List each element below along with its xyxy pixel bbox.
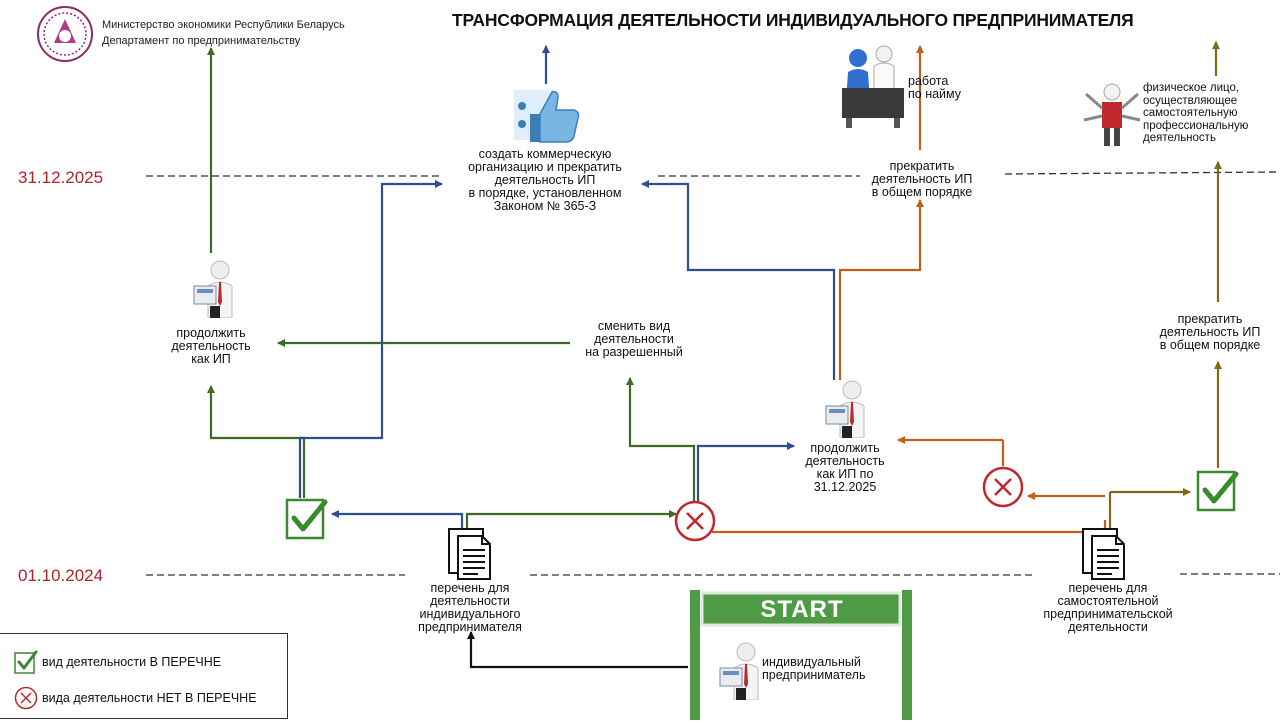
node-text-line: деятельность ИП bbox=[494, 173, 596, 187]
node-text-line: предпринимателя bbox=[418, 620, 522, 634]
node-individual-entrepreneur: индивидуальный предприниматель bbox=[762, 656, 882, 682]
legend-label: вида деятельности НЕТ В ПЕРЕЧНЕ bbox=[42, 691, 257, 705]
node-text-line: индивидуального bbox=[419, 607, 521, 621]
start-banner bbox=[690, 590, 912, 720]
green-arrows bbox=[207, 47, 696, 530]
ministry-header: Министерство экономики Республики Белару… bbox=[102, 17, 345, 49]
date-line-end bbox=[146, 171, 1280, 177]
node-text-line: деятельность bbox=[805, 454, 885, 468]
blue-arrows bbox=[298, 45, 836, 530]
legend-item-not-in-list: вида деятельности НЕТ В ПЕРЕЧНЕ bbox=[14, 686, 257, 710]
node-text-line: продолжить bbox=[810, 441, 880, 455]
check-icon bbox=[14, 650, 38, 674]
node-text-line: 31.12.2025 bbox=[813, 480, 877, 494]
node-continue-ip: продолжить деятельность как ИП bbox=[156, 327, 266, 366]
multitask-worker-icon bbox=[1082, 80, 1142, 148]
cross-icon bbox=[674, 500, 716, 542]
businessman-icon bbox=[716, 638, 762, 701]
ministry-emblem-icon bbox=[34, 5, 96, 63]
node-text-line: как ИП по bbox=[816, 467, 874, 481]
document-icon bbox=[1082, 528, 1128, 580]
orange-arrows bbox=[712, 45, 1107, 534]
thumbs-up-icon bbox=[512, 84, 582, 148]
node-text-line: физическое лицо, bbox=[1143, 82, 1240, 94]
node-text-line: деятельности bbox=[1068, 620, 1148, 634]
node-text-line: сменить вид bbox=[597, 319, 671, 333]
cross-icon bbox=[14, 686, 38, 710]
node-text-line: деятельности bbox=[430, 594, 510, 608]
node-text-line: на разрешенный bbox=[585, 345, 683, 359]
node-text-line: деятельность bbox=[171, 339, 251, 353]
node-list-ip: перечень для деятельности индивидуальног… bbox=[400, 582, 540, 634]
node-text-line: предпринимательской bbox=[1043, 607, 1173, 621]
date-start-label: 01.10.2024 bbox=[18, 566, 104, 585]
node-text-line: профессиональную bbox=[1143, 119, 1249, 132]
node-create-organization: создать коммерческую организацию и прекр… bbox=[450, 148, 640, 213]
office-workers-icon bbox=[838, 42, 908, 128]
node-text-line: прекратить bbox=[889, 159, 955, 173]
check-icon bbox=[285, 498, 329, 542]
cross-icon bbox=[982, 466, 1024, 508]
node-text-line: деятельности bbox=[594, 332, 674, 346]
node-text-line: в общем порядке bbox=[871, 185, 973, 199]
node-text-line: самостоятельную bbox=[1143, 107, 1238, 119]
node-list-self-employed: перечень для самостоятельной предпринима… bbox=[1028, 582, 1188, 634]
node-text-line: перечень для bbox=[1068, 581, 1148, 595]
node-text-line: как ИП bbox=[191, 352, 231, 366]
arrow-ip-to-list bbox=[467, 631, 688, 669]
node-stop-general-right: прекратить деятельность ИП в общем поряд… bbox=[1140, 313, 1280, 352]
node-text-line: самостоятельной bbox=[1057, 594, 1159, 608]
node-text-line: по найму bbox=[908, 87, 962, 101]
node-continue-until: продолжить деятельность как ИП по 31.12.… bbox=[790, 442, 900, 494]
start-label: START bbox=[760, 596, 844, 623]
date-line-start bbox=[146, 573, 1280, 576]
page-title: ТРАНСФОРМАЦИЯ ДЕЯТЕЛЬНОСТИ ИНДИВИДУАЛЬНО… bbox=[452, 10, 1134, 30]
node-text-line: осуществляющее bbox=[1143, 94, 1238, 107]
node-text-line: деятельность ИП bbox=[1159, 325, 1261, 339]
ministry-name: Министерство экономики Республики Белару… bbox=[102, 19, 345, 31]
node-text-line: продолжить bbox=[176, 326, 246, 340]
node-text-line: деятельность ИП bbox=[871, 172, 973, 186]
node-text-line: деятельность bbox=[1143, 132, 1216, 144]
businessman-icon bbox=[190, 256, 236, 319]
node-hired-work: работа по найму bbox=[908, 75, 978, 101]
legend-label: вид деятельности В ПЕРЕЧНЕ bbox=[42, 655, 222, 669]
legend-item-in-list: вид деятельности В ПЕРЕЧНЕ bbox=[14, 650, 221, 674]
node-text-line: работа bbox=[908, 74, 949, 88]
node-text-line: организацию и прекратить bbox=[468, 160, 622, 174]
document-icon bbox=[448, 528, 494, 580]
node-text-line: предприниматель bbox=[762, 668, 866, 682]
node-text-line: перечень для bbox=[430, 581, 510, 595]
check-icon bbox=[1196, 468, 1240, 512]
node-text-line: Законом № 365-З bbox=[493, 199, 597, 213]
date-end-label: 31.12.2025 bbox=[18, 168, 104, 187]
node-change-activity: сменить вид деятельности на разрешенный bbox=[564, 320, 704, 359]
businessman-icon bbox=[822, 376, 868, 439]
node-self-employed: физическое лицо, осуществляющее самостоя… bbox=[1143, 82, 1263, 145]
node-text-line: в порядке, установленном bbox=[468, 186, 622, 200]
legend: вид деятельности В ПЕРЕЧНЕ вида деятельн… bbox=[0, 633, 288, 719]
node-text-line: создать коммерческую bbox=[478, 147, 612, 161]
olive-arrows bbox=[1108, 41, 1222, 530]
node-text-line: прекратить bbox=[1177, 312, 1243, 326]
department-name: Департамент по предпринимательству bbox=[102, 35, 301, 47]
node-text-line: индивидуальный bbox=[762, 655, 861, 669]
node-text-line: в общем порядке bbox=[1159, 338, 1261, 352]
node-stop-general-top: прекратить деятельность ИП в общем поряд… bbox=[852, 160, 992, 199]
